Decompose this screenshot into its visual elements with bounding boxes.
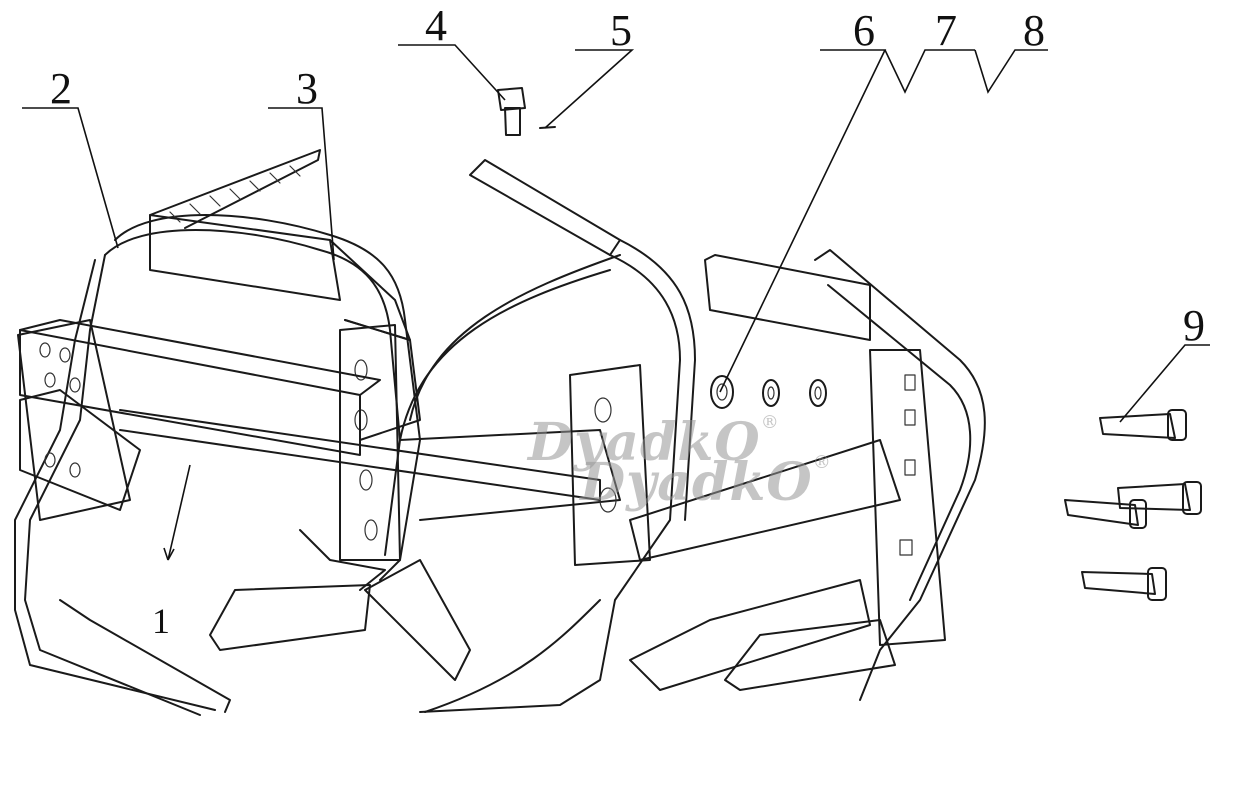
bolts-part-9: [1064, 409, 1202, 601]
leader-5: [544, 49, 635, 129]
leader-7: [884, 49, 975, 94]
leader-4: [398, 44, 506, 101]
leader-2: [22, 107, 119, 249]
callout-5: 5: [610, 6, 632, 55]
watermark-registered-mark: ®: [812, 452, 832, 473]
watermark-text: DyadkO: [528, 412, 761, 473]
leader-9: [1119, 344, 1210, 423]
callout-labels: 1 2 3 4 5 6 7 8 9: [50, 1, 1205, 641]
callout-3: 3: [296, 64, 318, 113]
leader-1: [167, 464, 191, 561]
watermark-text: DyadkO: [580, 452, 813, 513]
leader-8: [974, 49, 1048, 94]
washer-part-5: [539, 126, 556, 129]
watermark-logo-2: DyadkO®: [580, 452, 832, 513]
leader-6: [719, 49, 887, 393]
callout-6: 6: [853, 6, 875, 55]
middle-tine: [399, 159, 696, 713]
bolt-part-4: [497, 87, 526, 136]
leader-3: [268, 107, 335, 261]
leader-lines: [22, 44, 1210, 561]
right-tine-assembly: [629, 249, 986, 701]
callout-9: 9: [1183, 301, 1205, 350]
callout-7: 7: [935, 6, 957, 55]
callout-8: 8: [1023, 6, 1045, 55]
left-tine-assembly: [14, 149, 601, 716]
callout-1: 1: [152, 601, 170, 641]
watermark-registered-mark: ®: [760, 412, 780, 433]
callout-2: 2: [50, 64, 72, 113]
watermark-logo-1: DyadkO®: [528, 412, 780, 473]
nuts-washers-6-7-8: [710, 375, 827, 409]
callout-4: 4: [425, 1, 447, 50]
